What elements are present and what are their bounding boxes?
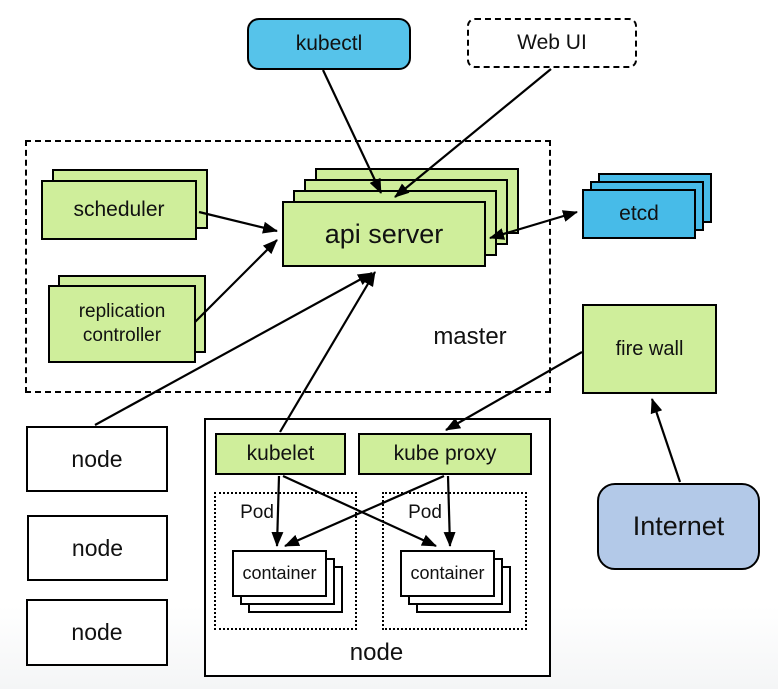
internet-box: Internet [597, 483, 760, 570]
node-2-label: node [71, 534, 124, 561]
scheduler-box: scheduler [41, 180, 197, 240]
api-server-stack: api server [282, 168, 520, 268]
container-right-stack: container [400, 550, 512, 614]
container-left-stack: container [232, 550, 344, 614]
node-box-1: node [26, 426, 168, 492]
internet-label: Internet [632, 511, 725, 541]
replication-controller-box: replication controller [48, 285, 196, 363]
container-left-label: container [242, 563, 317, 583]
replication-controller-label: replication controller [78, 301, 166, 346]
master-label: master [433, 323, 507, 350]
container-right-box: container [400, 550, 495, 597]
etcd-box: etcd [582, 189, 696, 239]
etcd-label: etcd [619, 202, 659, 225]
api-server-box: api server [282, 201, 486, 267]
etcd-stack: etcd [582, 173, 713, 240]
kubectl-label: kubectl [295, 32, 363, 55]
kubectl-box: kubectl [247, 18, 411, 70]
kubelet-box: kubelet [215, 433, 346, 475]
pod-left-label: Pod [240, 502, 274, 523]
container-right-label: container [410, 563, 485, 583]
api-server-label: api server [324, 218, 444, 249]
kube-proxy-box: kube proxy [358, 433, 532, 475]
node-1-label: node [71, 445, 123, 472]
node-3-label: node [71, 619, 123, 645]
worker-node-label: node [349, 639, 404, 666]
web-ui-box: Web UI [467, 18, 637, 68]
web-ui-label: Web UI [517, 31, 587, 54]
kube-proxy-label: kube proxy [393, 442, 497, 465]
scheduler-stack: scheduler [41, 169, 209, 241]
fire-wall-label: fire wall [615, 337, 684, 360]
node-box-2: node [27, 515, 168, 581]
scheduler-label: scheduler [73, 198, 165, 221]
container-left-box: container [232, 550, 327, 597]
replication-controller-stack: replication controller [48, 275, 206, 364]
pod-right-label: Pod [408, 502, 442, 523]
node-box-3: node [26, 599, 168, 666]
fire-wall-box: fire wall [582, 304, 717, 394]
kubelet-label: kubelet [246, 442, 315, 465]
arrow-internet-to-fire-wall [650, 398, 682, 483]
